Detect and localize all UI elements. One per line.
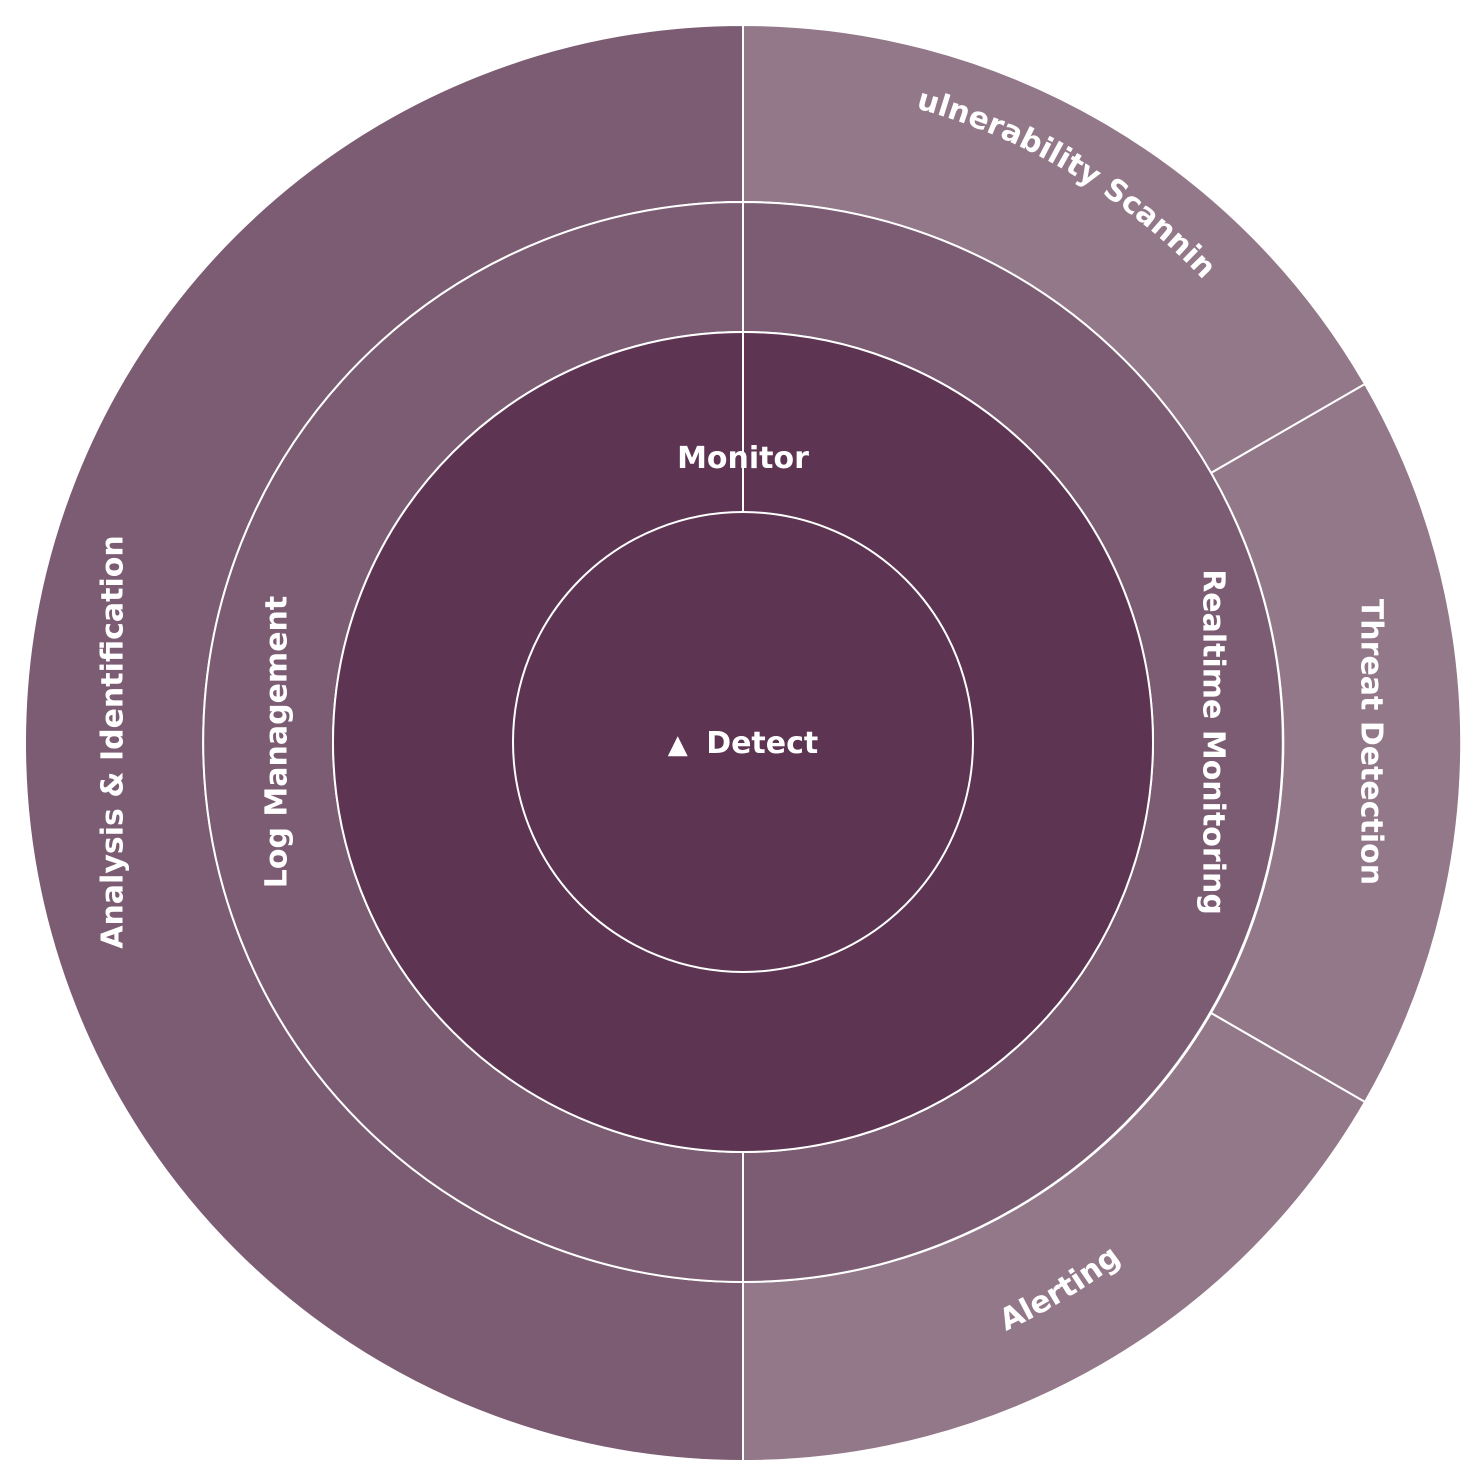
triangle-up-icon: ▲ — [668, 730, 688, 760]
threat-detection-label: Threat Detection — [1354, 599, 1389, 885]
detect-label: Detect — [706, 726, 818, 761]
analysis-identification-label: Analysis & Identification — [96, 535, 131, 949]
realtime-monitoring-label: Realtime Monitoring — [1196, 569, 1231, 915]
log-management-label: Log Management — [260, 596, 295, 888]
monitor-label: Monitor — [677, 441, 809, 476]
detect-label-group: ▲ Detect — [668, 726, 819, 761]
